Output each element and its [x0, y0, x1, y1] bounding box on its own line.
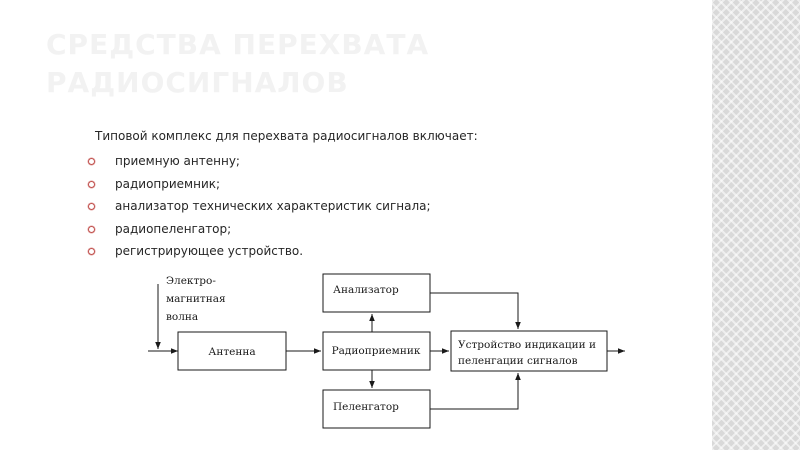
- circle-bullet-icon: [88, 158, 95, 165]
- direction-finder-to-indicator-arrow: [430, 373, 521, 410]
- bullet-text: анализатор технических характеристик сиг…: [115, 199, 431, 213]
- direction-finder-block: Пеленгатор: [322, 389, 431, 429]
- bullet-text: радиопеленгатор;: [115, 221, 232, 236]
- bullet-text: радиоприемник;: [115, 176, 221, 191]
- bullet-item: анализатор технических характеристик сиг…: [88, 195, 431, 218]
- antenna-label: Антенна: [208, 346, 255, 358]
- wave-label-line: магнитная: [166, 293, 226, 305]
- circle-bullet-icon: [88, 203, 95, 210]
- wave-label: Электро- магнитная волна: [166, 275, 229, 323]
- indicator-block: Устройство индикации и пеленгации сигнал…: [450, 330, 608, 372]
- block-diagram: Электро- магнитная волна Антенна Анализа…: [148, 273, 625, 429]
- decorative-side-panel: [712, 0, 800, 450]
- direction-finder-label: Пеленгатор: [333, 401, 399, 413]
- slide: Средства перехвата радиосигналов Типовой…: [46, 26, 686, 429]
- bullet-item: радиопеленгатор;: [88, 218, 431, 241]
- indicator-label-line: Устройство индикации и: [458, 339, 596, 351]
- bullet-text: регистрирующее устройство.: [115, 244, 304, 258]
- analyzer-label: Анализатор: [333, 284, 399, 296]
- slide-title-line-1: Средства перехвата: [46, 28, 430, 61]
- wave-label-line: волна: [166, 311, 198, 323]
- indicator-label-line: пеленгации сигналов: [458, 355, 578, 367]
- intro-text: Типовой комплекс для перехвата радиосигн…: [95, 129, 478, 143]
- analyzer-block: Анализатор: [322, 273, 431, 313]
- analyzer-to-indicator-arrow: [430, 292, 521, 329]
- wave-label-line: Электро-: [166, 275, 216, 287]
- receiver-block: Радиоприемник: [322, 331, 431, 371]
- bullet-item: приемную антенну;: [88, 150, 431, 173]
- bullet-text: приемную антенну;: [115, 154, 240, 168]
- antenna-block: Антенна: [177, 331, 287, 371]
- circle-bullet-icon: [88, 225, 95, 233]
- circle-bullet-icon: [88, 180, 95, 188]
- slide-title-line-2: радиосигналов: [46, 66, 349, 99]
- bullet-item: радиоприемник;: [88, 173, 431, 196]
- receiver-label: Радиоприемник: [332, 345, 421, 357]
- slide-title: Средства перехвата радиосигналов: [46, 26, 686, 102]
- bullet-item: регистрирующее устройство.: [88, 240, 431, 263]
- circle-bullet-icon: [88, 248, 95, 255]
- bullet-list: приемную антенну; радиоприемник; анализа…: [88, 150, 431, 263]
- indicator-label: Устройство индикации и пеленгации сигнал…: [458, 339, 599, 367]
